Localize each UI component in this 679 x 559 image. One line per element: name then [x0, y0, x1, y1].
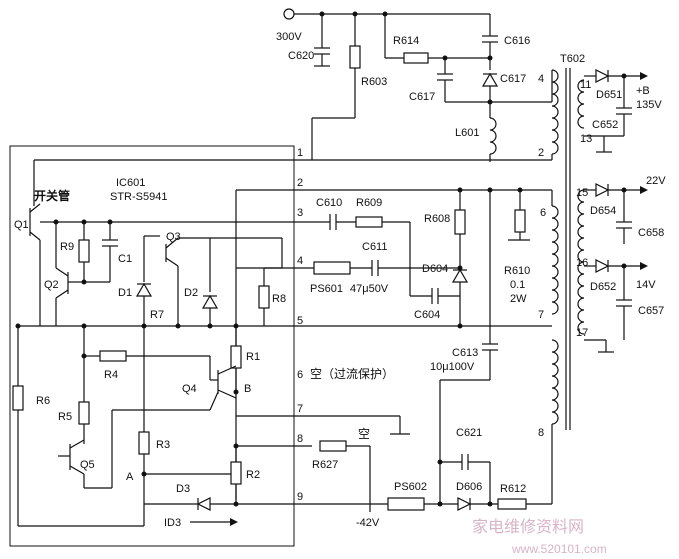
q2-label: Q2 — [44, 279, 59, 291]
d652-label: D652 — [590, 281, 616, 293]
svg-text:8: 8 — [538, 427, 544, 439]
output-135v: 135V — [636, 99, 662, 111]
svg-text:4: 4 — [538, 73, 544, 85]
r609-label: R609 — [356, 197, 382, 209]
svg-text:7: 7 — [297, 403, 303, 415]
d2-label: D2 — [184, 287, 198, 299]
output-14v: 14V — [636, 279, 656, 291]
r2-label: R2 — [246, 469, 260, 481]
svg-text:5: 5 — [297, 315, 303, 327]
svg-text:2: 2 — [538, 147, 544, 159]
svg-text:6: 6 — [540, 207, 546, 219]
c613-label: C613 — [452, 347, 478, 359]
c604-label: C604 — [414, 309, 440, 321]
transformer-name: T602 — [560, 53, 585, 65]
l601-label: L601 — [455, 127, 479, 139]
neg-voltage-label: -42V — [356, 517, 380, 529]
d651-label: D651 — [596, 89, 622, 101]
svg-text:7: 7 — [538, 309, 544, 321]
svg-text:6: 6 — [297, 369, 303, 381]
output-22v: 22V — [646, 175, 666, 187]
q4-label: Q4 — [182, 383, 197, 395]
c658-label: C658 — [638, 227, 664, 239]
r608-label: R608 — [424, 213, 450, 225]
c617-diode-label: C617 — [500, 73, 526, 85]
pin8-note: 空 — [358, 427, 370, 441]
c1-label: C1 — [118, 253, 132, 265]
node-b-label: B — [244, 383, 251, 395]
d654-label: D654 — [590, 205, 616, 217]
r6-label: R6 — [36, 395, 50, 407]
c652-label: C652 — [592, 119, 618, 131]
q5-label: Q5 — [80, 459, 95, 471]
watermark-url: www.520101.com — [511, 542, 607, 556]
r9-label: R9 — [60, 241, 74, 253]
c616-label: C616 — [504, 35, 530, 47]
pin6-note: 空（过流保护） — [310, 367, 394, 381]
svg-text:9: 9 — [297, 491, 303, 503]
svg-text:16: 16 — [576, 257, 588, 269]
svg-text:1: 1 — [297, 147, 303, 159]
r610-label: R610 — [504, 265, 530, 277]
c620-label: C620 — [288, 50, 314, 62]
svg-text:11: 11 — [580, 79, 591, 91]
svg-text:2: 2 — [297, 177, 303, 189]
q1-label: Q1 — [14, 219, 29, 231]
ps601-label: PS601 — [310, 283, 343, 295]
c657-label: C657 — [638, 305, 664, 317]
c610-label: C610 — [316, 197, 342, 209]
svg-text:4: 4 — [297, 255, 303, 267]
r612-label: R612 — [500, 483, 526, 495]
r3-label: R3 — [156, 439, 170, 451]
watermark-text: 家电维修资料网 — [472, 517, 584, 536]
id3-label: ID3 — [164, 517, 181, 529]
svg-text:3: 3 — [297, 207, 303, 219]
r5-label: R5 — [58, 411, 72, 423]
ic-part-number: STR-S5941 — [110, 191, 167, 203]
r7-label: R7 — [150, 309, 164, 321]
output-b-label: +B — [636, 85, 650, 97]
input-terminal — [283, 8, 295, 20]
r614-label: R614 — [393, 35, 419, 47]
switch-tube-label: 开关管 — [34, 188, 70, 203]
r627-label: R627 — [312, 459, 338, 471]
svg-text:17: 17 — [576, 327, 588, 339]
d606-label: D606 — [456, 481, 482, 493]
svg-text:8: 8 — [297, 433, 303, 445]
ic-designator: IC601 — [116, 177, 145, 189]
r1-label: R1 — [246, 351, 260, 363]
d604-label: D604 — [422, 263, 448, 275]
r4-label: R4 — [104, 369, 118, 381]
ic601-boundary — [9, 145, 295, 547]
svg-text:13: 13 — [580, 133, 592, 145]
r603-label: R603 — [361, 76, 387, 88]
ic-pin-numbers: 1 2 3 4 5 6 7 8 9 — [297, 147, 303, 503]
c611-label: C611 — [362, 241, 387, 253]
c611-value: 47μ50V — [350, 283, 389, 295]
c621-label: C621 — [456, 427, 482, 439]
ps602-label: PS602 — [394, 481, 427, 493]
r610-value-2: 2W — [510, 293, 527, 305]
r610-value-1: 0.1 — [510, 279, 525, 291]
c613-value: 10μ100V — [430, 361, 475, 373]
d3-label: D3 — [176, 483, 190, 495]
d1-label: D1 — [118, 287, 132, 299]
q3-label: Q3 — [166, 231, 181, 243]
input-voltage-label: 300V — [276, 31, 302, 43]
svg-text:15: 15 — [576, 187, 588, 199]
node-a-label: A — [126, 471, 134, 483]
c617-cap-label: C617 — [409, 91, 435, 103]
r8-label: R8 — [272, 293, 286, 305]
